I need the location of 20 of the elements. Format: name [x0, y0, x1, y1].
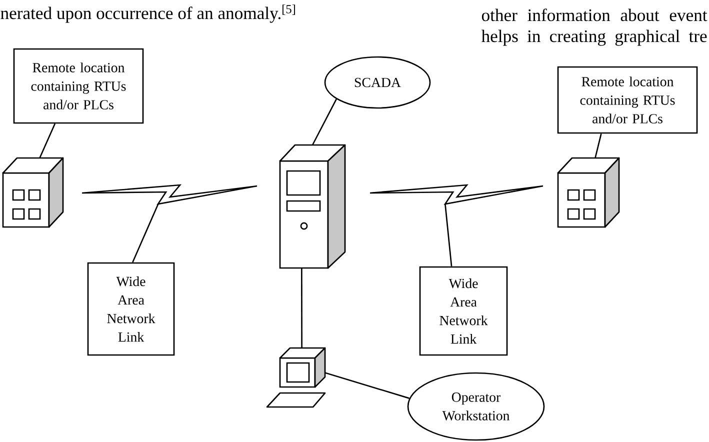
body-text: other information about event [482, 8, 708, 22]
leader-line [444, 204, 452, 266]
leader-line [39, 123, 56, 158]
leader-line [594, 134, 602, 158]
computer-drawing [266, 347, 326, 408]
leader-line [312, 98, 337, 146]
cabinet-drawing [2, 157, 64, 228]
cabinet-drawing [557, 157, 620, 228]
connection-line [301, 268, 302, 348]
lightning-bolt [369, 184, 544, 205]
callout-box: Remote location containing RTUs and/or PLCs [13, 48, 144, 124]
lightning-bolt [81, 184, 258, 205]
leader-line [324, 372, 410, 399]
server-tower-drawing [279, 144, 346, 269]
callout-box: Wide Area Network Link [87, 262, 175, 356]
callout-box: Remote location containing RTUs and/or PLCs [557, 66, 698, 134]
body-text: nerated upon occurrence of an anomaly.$^{[5]}$ [0, 4, 295, 23]
body-text: helps in creating graphical tre [481, 30, 707, 46]
leader-line [132, 204, 159, 263]
callout-box: Wide Area Network Link [419, 266, 508, 356]
